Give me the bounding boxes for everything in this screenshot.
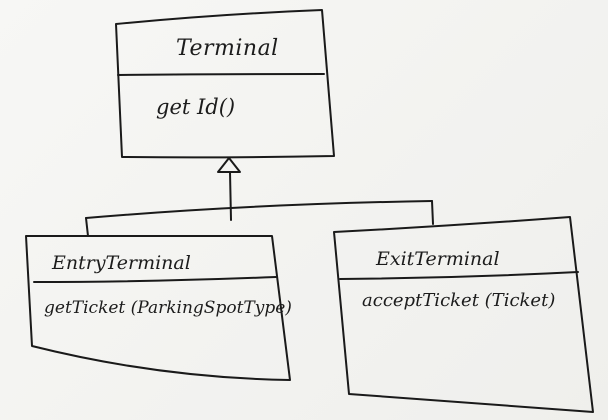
inheritance-stem [229, 171, 232, 221]
terminal-box [115, 9, 335, 159]
entry-terminal-divider [33, 276, 277, 283]
class-name-entry-terminal: EntryTerminal [52, 252, 191, 274]
method-get-ticket: getTicket (ParkingSpotType) [44, 298, 292, 318]
exit-terminal-divider [339, 271, 579, 280]
exit-connector [431, 200, 434, 225]
entry-connector [85, 217, 89, 237]
class-name-terminal: Terminal [176, 36, 279, 61]
inheritance-connector [85, 200, 433, 219]
exit-terminal-box [333, 216, 594, 413]
method-accept-ticket: acceptTicket (Ticket) [362, 290, 556, 311]
terminal-divider [117, 73, 325, 76]
method-get-id: get Id() [156, 95, 236, 119]
inheritance-arrow-icon [217, 157, 241, 173]
entry-terminal-box [25, 235, 291, 381]
class-name-exit-terminal: ExitTerminal [376, 248, 500, 270]
